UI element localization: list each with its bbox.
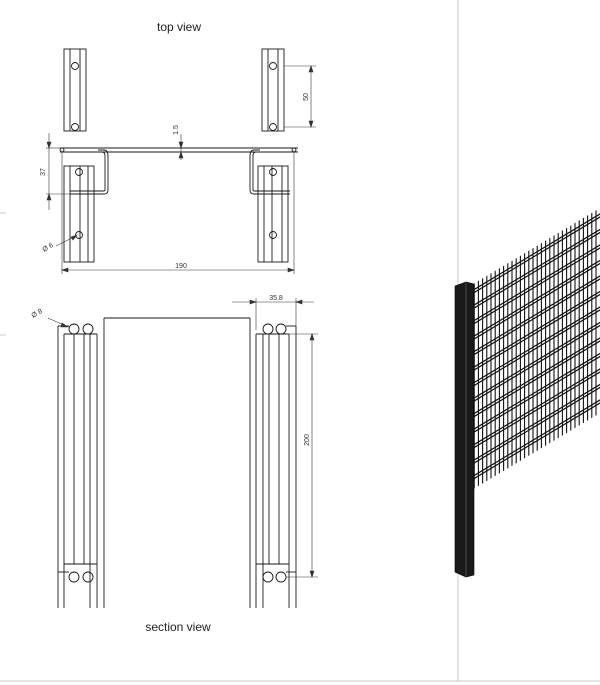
post-upper-left [63,48,87,132]
mesh-horizontal-wire [470,352,600,433]
isometric-fence-panel [454,210,600,578]
mesh-horizontal-wire [470,290,600,371]
mesh-horizontal-wire [470,321,600,402]
post-lower-right [257,165,289,263]
mesh-horizontal-wire [470,262,600,343]
mesh-horizontal-wire [470,337,600,417]
section-view [57,317,297,608]
dimension-50: 50 [303,93,310,101]
wire-horizontal [59,147,298,153]
wire-bend-left-inner [70,151,106,192]
mesh-horizontal-wire [470,399,600,479]
mesh-horizontal-wire [470,244,600,324]
mesh-horizontal-wire [470,402,600,482]
mesh-horizontal-wire [470,309,600,389]
dimension-diameter-8: Ø 8 [31,308,44,320]
mesh-horizontal-wire [470,216,600,296]
dimension-1-5: 1.5 [173,125,180,135]
post-upper-right [261,48,285,132]
section-view-dimensions [47,298,318,578]
section-view-title: section view [145,620,211,634]
top-view [59,48,298,263]
mesh-horizontal-wire [470,247,600,327]
mesh-horizontal-wire [470,383,600,464]
mesh-horizontal-wire [470,275,600,355]
fence-post [454,281,475,578]
mesh-panel [469,210,600,492]
section-post-right [249,318,297,608]
mesh-horizontal-wire [470,228,600,309]
mesh-horizontal-wire [470,306,600,386]
top-view-dimensions [46,65,316,274]
dimension-200: 200 [304,434,311,446]
top-view-title: top view [157,20,201,34]
dimension-35-8: 35.8 [269,295,283,302]
mesh-horizontal-wire [470,386,600,467]
mesh-horizontal-wire [470,259,600,340]
section-post-left [57,318,105,608]
mesh-horizontal-wire [470,231,600,312]
mesh-horizontal-wire [470,278,600,358]
wire-bend-right [249,149,290,195]
wire-bend-right-inner [252,151,290,192]
wire-bend-left [70,149,109,195]
mesh-horizontal-wire [470,355,600,436]
mesh-horizontal-wire [470,213,600,293]
dimension-37: 37 [40,168,47,176]
mesh-horizontal-wire [470,324,600,405]
dimension-190: 190 [175,263,187,270]
mesh-horizontal-wire [470,371,600,451]
dimension-diameter-6: Ø 6 [42,242,55,254]
mesh-horizontal-wire [470,293,600,374]
mesh-horizontal-wire [470,340,600,420]
post-lower-left [63,165,95,263]
mesh-horizontal-wire [470,368,600,448]
